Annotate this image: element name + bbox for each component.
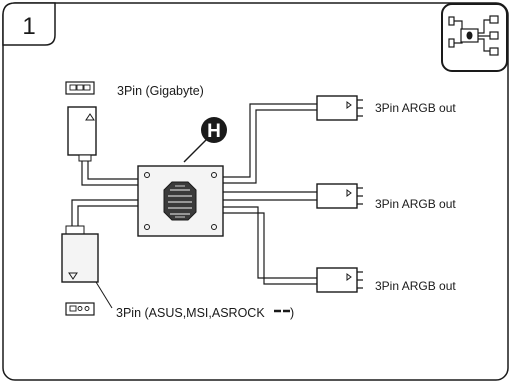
output-label-3: 3Pin ARGB out [375,279,456,293]
gigabyte-input-label: 3Pin (Gigabyte) [117,84,204,98]
asus-input-label: 3Pin (ASUS,MSI,ASROCK [116,306,265,320]
asus-connector [61,225,99,283]
hub-marker-letter: H [207,121,221,142]
step-number: 1 [22,13,35,40]
output-connector-3 [316,267,363,293]
cables [71,103,317,285]
3pin-header-icon-asus [65,302,95,316]
asus-label-paren: ) [290,306,294,320]
output-label-2: 3Pin ARGB out [375,197,456,211]
hub-overview-icon [441,3,508,72]
asus-label-leader [95,281,113,309]
output-connector-2 [316,183,363,209]
hub-marker: H [183,117,227,163]
step-badge: 1 [2,2,56,46]
output-label-1: 3Pin ARGB out [375,101,456,115]
output-connector-1 [316,95,363,121]
argb-hub [137,165,224,237]
gigabyte-connector [67,106,97,162]
asus-logo-icon [163,181,197,221]
3pin-header-icon-gigabyte [65,81,95,95]
